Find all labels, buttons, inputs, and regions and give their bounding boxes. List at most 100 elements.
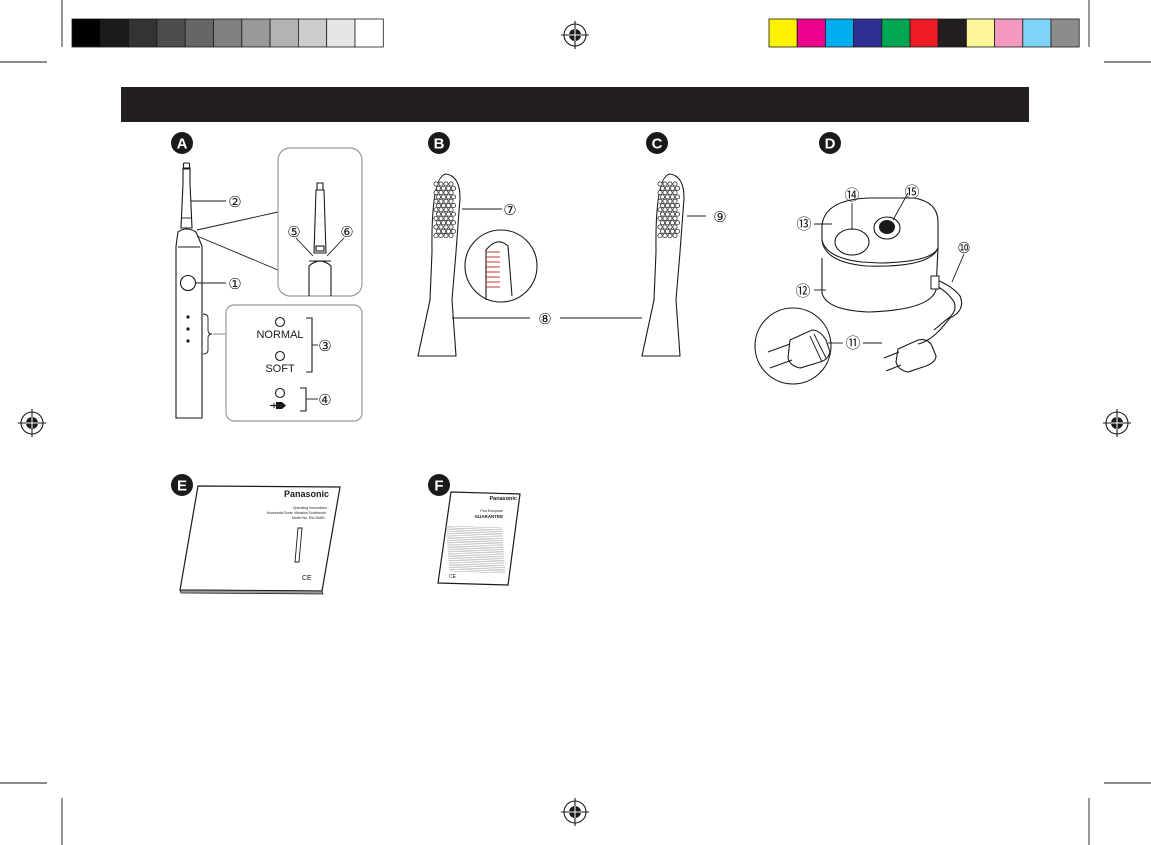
bristle-tuft <box>663 199 667 203</box>
bristle-tuft <box>673 182 677 186</box>
bristle-tuft <box>449 199 453 203</box>
svg-text:Pan-European: Pan-European <box>480 509 503 513</box>
gray-swatch <box>72 19 100 47</box>
gray-swatch <box>100 19 128 47</box>
bristle-tuft <box>434 182 438 186</box>
bristle-tuft <box>434 191 438 195</box>
part-15-label: ⑮ <box>904 184 919 201</box>
gray-swatch <box>355 19 383 47</box>
bristle-tuft <box>670 221 674 225</box>
bristle-tuft <box>441 221 445 225</box>
svg-text:D: D <box>825 136 836 153</box>
registration-mark-bottom <box>561 798 589 826</box>
bristle-tuft <box>673 208 677 212</box>
bristle-tuft <box>439 208 443 212</box>
color-swatch <box>995 19 1023 47</box>
color-swatch <box>882 19 910 47</box>
svg-text:B: B <box>434 136 445 153</box>
color-swatch <box>854 19 882 47</box>
registration-mark-left <box>18 409 46 437</box>
bristle-tuft <box>434 234 438 238</box>
bristle-tuft <box>675 212 679 216</box>
bristle-tuft <box>670 186 674 190</box>
bristle-tuft <box>439 191 443 195</box>
gray-swatch <box>214 19 242 47</box>
bristle-tuft <box>449 225 453 229</box>
bristle-tuft <box>436 195 440 199</box>
svg-text:Operating Instructions: Operating Instructions <box>293 506 327 510</box>
section-badge-b: B <box>428 132 450 154</box>
bristle-tuft <box>660 221 664 225</box>
charger-stand <box>755 198 962 384</box>
color-swatch <box>797 19 825 47</box>
bristle-tuft <box>439 225 443 229</box>
bristle-tuft <box>446 203 450 207</box>
part-3-label: ③ <box>318 338 331 355</box>
part-10-label: ⑩ <box>957 240 970 257</box>
part-6-label: ⑥ <box>340 224 353 241</box>
bristle-tuft <box>451 212 455 216</box>
registration-mark-right <box>1103 409 1131 437</box>
zoom-callout-box <box>278 148 362 296</box>
gray-swatch <box>327 19 355 47</box>
section-badge-e: E <box>171 474 193 496</box>
bristle-tuft <box>434 208 438 212</box>
svg-text:GUARANTEE: GUARANTEE <box>474 514 503 519</box>
bristle-tuft <box>451 186 455 190</box>
svg-text:C: C <box>652 136 663 153</box>
gray-swatch <box>242 19 270 47</box>
bristle-tuft <box>673 225 677 229</box>
bristle-tuft <box>673 216 677 220</box>
bristle-tuft <box>658 208 662 212</box>
gray-swatch <box>298 19 326 47</box>
svg-text:E: E <box>177 478 187 495</box>
section-badge-a: A <box>171 132 193 154</box>
bristle-tuft <box>675 195 679 199</box>
bristle-tuft <box>444 191 448 195</box>
svg-text:CE: CE <box>302 575 312 582</box>
bristle-tuft <box>451 221 455 225</box>
bristle-tuft <box>434 225 438 229</box>
part-13-label: ⑬ <box>796 216 811 233</box>
soft-mode-label: SOFT <box>265 363 295 375</box>
bristle-tuft <box>670 229 674 233</box>
bristle-tuft <box>663 182 667 186</box>
bristle-tuft <box>439 199 443 203</box>
bristle-tuft <box>446 195 450 199</box>
part-2-label: ② <box>228 194 241 211</box>
bristle-tuft <box>663 234 667 238</box>
bristle-tuft <box>436 221 440 225</box>
bristle-tuft <box>444 199 448 203</box>
bristle-tuft <box>658 216 662 220</box>
svg-text:Model No. EW-DM81: Model No. EW-DM81 <box>292 516 325 520</box>
bristle-tuft <box>434 216 438 220</box>
bristle-tuft <box>668 199 672 203</box>
bristle-tuft <box>449 234 453 238</box>
bristle-tuft <box>446 229 450 233</box>
gray-color-bar <box>72 19 383 47</box>
bristle-tuft <box>675 221 679 225</box>
bristle-tuft <box>449 182 453 186</box>
bristle-tuft <box>444 208 448 212</box>
mode-indicator-panel: NORMAL SOFT <box>213 305 362 421</box>
bristle-tuft <box>658 182 662 186</box>
leaders-d <box>814 193 964 343</box>
bristle-tuft <box>668 225 672 229</box>
bristle-tuft <box>449 216 453 220</box>
bristle-tuft <box>451 195 455 199</box>
bristle-tuft <box>660 195 664 199</box>
bristle-tuft <box>658 199 662 203</box>
bristle-tuft <box>444 216 448 220</box>
svg-text:Household Sonic Vibration Toot: Household Sonic Vibration Toothbrush <box>267 511 326 515</box>
color-swatch <box>938 19 966 47</box>
registration-mark-top <box>561 21 589 49</box>
color-swatch <box>910 19 938 47</box>
gray-swatch <box>129 19 157 47</box>
bristle-tuft <box>441 203 445 207</box>
bristle-tuft <box>670 212 674 216</box>
bristle-tuft <box>434 199 438 203</box>
process-color-bar <box>769 19 1079 47</box>
svg-text:A: A <box>177 136 188 153</box>
